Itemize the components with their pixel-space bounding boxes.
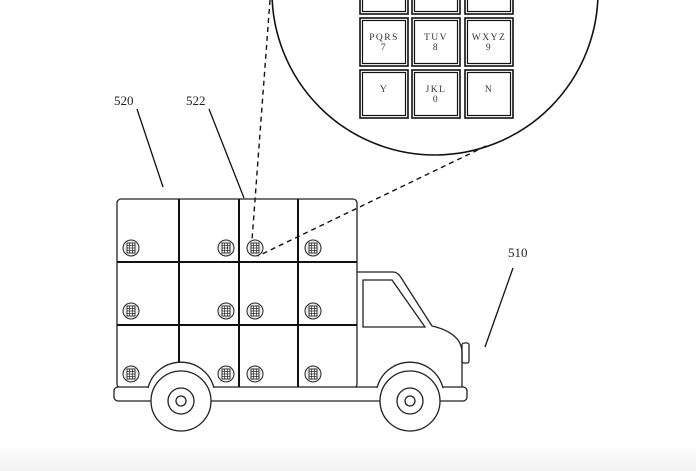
key-inner-frame (361, 71, 407, 117)
key-frame (359, 69, 409, 119)
key-inner-frame (413, 0, 459, 13)
key-frame (411, 17, 461, 67)
key-inner-frame (466, 71, 512, 117)
leader-510 (484, 267, 514, 348)
keypad-key[interactable] (359, 0, 409, 15)
key-inner-frame (466, 0, 512, 13)
front-hub (404, 395, 416, 407)
key-digit: 8 (433, 43, 439, 53)
keypad-key[interactable]: Y (359, 69, 409, 119)
page-bottom-strip (0, 448, 696, 471)
locker-keypad-icon[interactable] (246, 302, 264, 320)
locker-keypad-icon[interactable] (304, 365, 322, 383)
key-inner-frame (466, 19, 512, 65)
keypad-key[interactable]: N (464, 69, 514, 119)
locker-keypad-icon[interactable] (304, 302, 322, 320)
key-frame (464, 0, 514, 15)
front-wheel (376, 361, 444, 432)
label-520: 520 (114, 93, 134, 108)
reference-510: 510 (484, 245, 528, 348)
locker-keypad-icon[interactable] (217, 365, 235, 383)
locker-keypad-icon[interactable] (217, 239, 235, 257)
key-frame (359, 17, 409, 67)
key-inner-frame (413, 19, 459, 65)
front-tire (379, 370, 441, 432)
key-letters: PQRS (369, 33, 399, 43)
rear-rim (167, 387, 195, 415)
cargo-body (116, 198, 358, 389)
callout-line-lower (257, 145, 487, 257)
key-letters: JKL (426, 85, 447, 95)
locker-keypad-icon[interactable] (122, 365, 140, 383)
locker-keypad-icon[interactable] (304, 239, 322, 257)
delivery-truck (113, 198, 470, 432)
label-510: 510 (508, 245, 528, 260)
rear-tire (150, 370, 212, 432)
reference-522: 522 (186, 93, 245, 199)
rear-wheel (147, 361, 215, 432)
callout-line-upper (251, 0, 271, 241)
key-inner-frame (361, 0, 407, 13)
keypad-key[interactable] (411, 0, 461, 15)
rear-hub (175, 395, 187, 407)
label-522: 522 (186, 93, 206, 108)
key-frame (464, 17, 514, 67)
key-digit: 7 (381, 43, 387, 53)
locker-keypad-icon[interactable] (246, 239, 264, 257)
key-letters: Y (380, 85, 388, 95)
locker-keypad-icon[interactable] (122, 302, 140, 320)
key-frame (411, 0, 461, 15)
key-frame (464, 69, 514, 119)
key-letters: TUV (424, 33, 448, 43)
cab-window (362, 279, 427, 328)
reference-520: 520 (114, 93, 164, 188)
locker-keypad-icon[interactable] (122, 239, 140, 257)
locker-keypad-icon[interactable] (246, 365, 264, 383)
keypad-key[interactable] (464, 0, 514, 15)
locker-keypad-icon[interactable] (217, 302, 235, 320)
key-letters: N (485, 85, 493, 95)
locker-grid (117, 199, 357, 388)
key-inner-frame (361, 19, 407, 65)
leader-522 (208, 108, 245, 199)
key-letters: WXYZ (472, 33, 507, 43)
cab-outline (357, 271, 463, 388)
leader-520 (136, 108, 164, 188)
key-digit: 0 (433, 95, 439, 105)
key-inner-frame (413, 71, 459, 117)
key-digit: 9 (486, 43, 492, 53)
headlight (461, 342, 470, 364)
key-frame (411, 69, 461, 119)
front-rim (396, 387, 424, 415)
key-frame (359, 0, 409, 15)
